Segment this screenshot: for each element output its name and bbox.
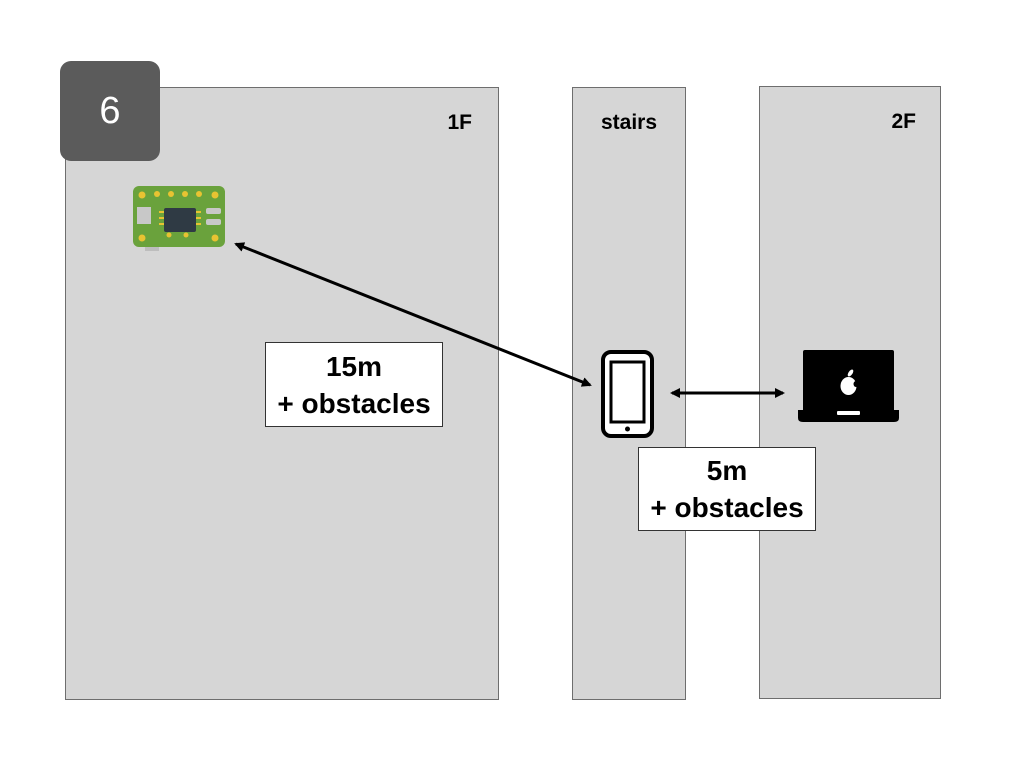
stairs-zone: stairs: [572, 87, 686, 700]
distance-label-board-phone: 15m + obstacles: [265, 342, 443, 427]
distance-value: 5m: [706, 455, 748, 486]
smartphone-icon: [601, 350, 654, 438]
board-to-phone-arrow: [234, 242, 592, 387]
distance-note: + obstacles: [277, 387, 431, 419]
distance-value: 15m: [325, 350, 383, 382]
floor-2-label: 2F: [891, 110, 916, 133]
distance-label-phone-laptop: 5m + obstacles: [638, 447, 816, 531]
stairs-label: stairs: [600, 111, 658, 134]
step-number: 6: [99, 89, 121, 132]
apple-laptop-icon: [798, 350, 899, 422]
step-number-badge: 6: [60, 61, 160, 161]
microcontroller-board-icon: [133, 186, 225, 251]
floor-1-label: 1F: [447, 111, 472, 134]
distance-note: + obstacles: [650, 492, 804, 523]
